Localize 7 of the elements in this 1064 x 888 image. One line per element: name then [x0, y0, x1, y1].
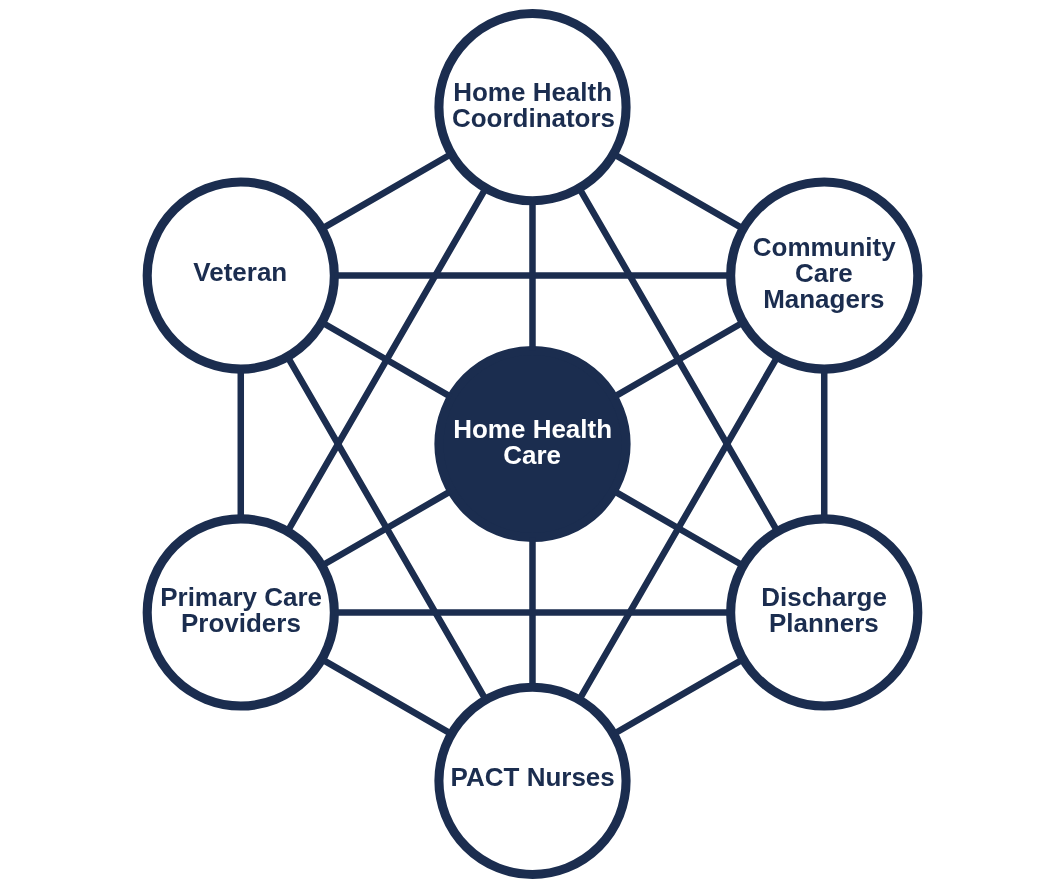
node-circle: PACT Nurses: [433, 682, 631, 879]
node-circle: Home Health Coordinators: [433, 9, 631, 206]
node-circle: Community Care Managers: [725, 177, 922, 374]
node-circle: Primary Care Providers: [142, 514, 339, 711]
node-circle: Discharge Planners: [725, 514, 922, 711]
node-circle: Home Health Care: [433, 345, 631, 543]
node-circle: Veteran: [142, 177, 339, 374]
